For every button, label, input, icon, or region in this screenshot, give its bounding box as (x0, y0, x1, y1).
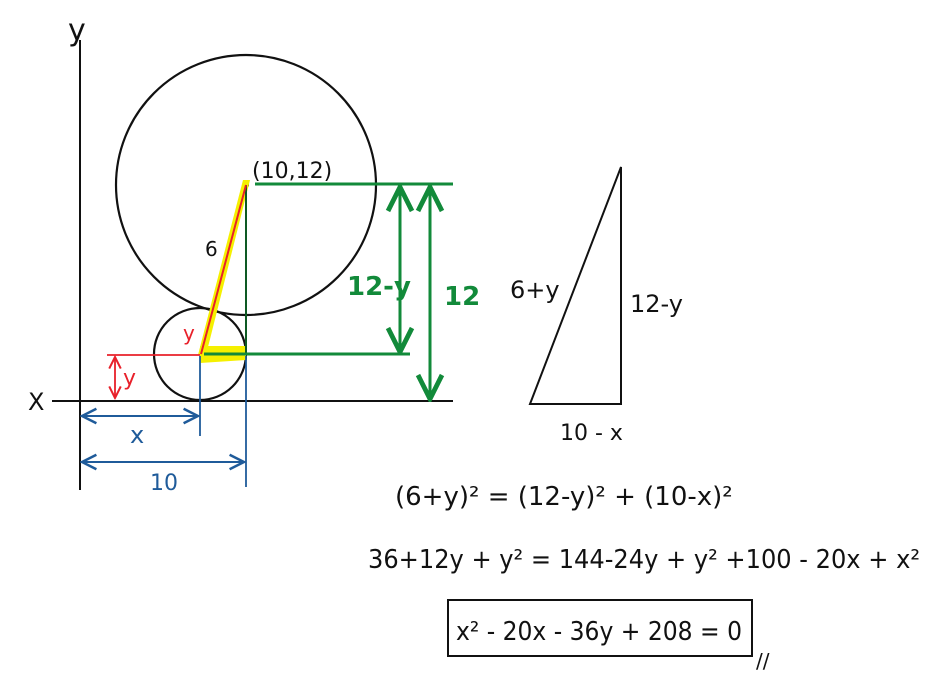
equation-1: (6+y)² = (12-y)² + (10-x)² (395, 482, 733, 512)
right-triangle (528, 166, 622, 405)
result-box (447, 599, 753, 657)
y-axis-label: y (68, 13, 86, 48)
end-mark: // (756, 649, 770, 673)
label-10: 10 (150, 471, 178, 496)
center-label: (10,12) (252, 159, 332, 184)
triangle-vertical-label: 12-y (630, 290, 683, 318)
radius-sum-line (200, 184, 247, 355)
equation-result: x² - 20x - 36y + 208 = 0 (456, 617, 742, 647)
label-small-radius-y: y (183, 321, 195, 345)
label-12-minus-y: 12-y (347, 272, 411, 302)
label-12: 12 (444, 282, 480, 312)
x-axis-label: X (28, 388, 44, 416)
label-radius-6: 6 (205, 237, 218, 261)
triangle-hyp-label: 6+y (510, 276, 560, 304)
label-height-y: y (123, 366, 136, 391)
triangle-base-label: 10 - x (560, 421, 623, 446)
equation-2: 36+12y + y² = 144-24y + y² +100 - 20x + … (368, 545, 920, 575)
label-x: x (130, 421, 144, 449)
